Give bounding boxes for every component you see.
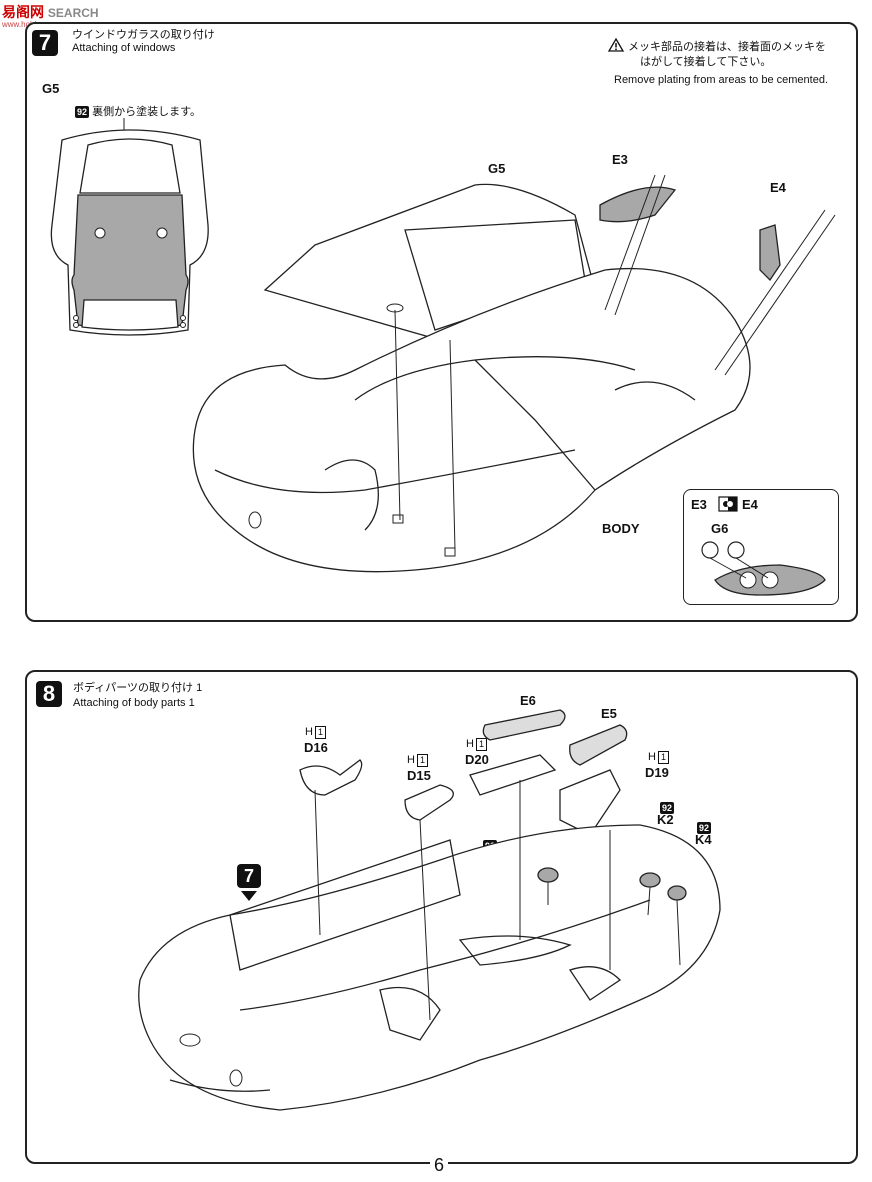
subinset-e3: E3: [691, 497, 707, 512]
page-number: 6: [430, 1155, 449, 1176]
label-g5: G5: [488, 161, 506, 176]
subinset-e4: E4: [742, 497, 758, 512]
d16-num: 1: [314, 726, 326, 739]
label-e5: E5: [601, 706, 617, 721]
label-k2: K2: [657, 812, 674, 827]
d20-h: H: [466, 738, 474, 750]
d16-h: H: [305, 726, 313, 738]
d15-num: 1: [416, 754, 428, 767]
k4-paint: 92: [697, 822, 712, 834]
step7-number: 7: [32, 30, 58, 56]
subinset-g6: G6: [711, 521, 729, 536]
step8-title-jp: ボディパーツの取り付け 1: [73, 682, 203, 694]
step8-title-en: Attaching of body parts 1: [73, 697, 195, 709]
k2-paint: 92: [660, 802, 675, 814]
label-e3: E3: [612, 152, 628, 167]
warning-jp-line1: メッキ部品の接着は、接着面のメッキを: [628, 41, 826, 53]
label-d16: D16: [304, 740, 328, 755]
subinset-box: [683, 489, 839, 605]
step8-number: 8: [36, 681, 62, 707]
label-d20: D20: [465, 752, 489, 767]
body-drawing-step8: [138, 709, 721, 1111]
d20-num: 1: [475, 738, 487, 751]
paint-code-badge: 92: [75, 106, 90, 118]
watermark-site-text: SEARCH: [47, 6, 99, 20]
d15-h: H: [407, 754, 415, 766]
label-e6: E6: [520, 693, 536, 708]
watermark-logo-text: 易阁网: [2, 4, 44, 20]
mirror-join-icon: [718, 496, 738, 512]
warning-jp-line2: はがして接着して下さい。: [640, 56, 772, 68]
label-k4-paint: 92: [697, 818, 712, 836]
window-g5-drawing: [50, 118, 209, 336]
light-g6-drawing: [701, 541, 826, 596]
label-d19: D19: [645, 765, 669, 780]
step7-title-en: Attaching of windows: [72, 42, 176, 54]
label-k2-paint: 92: [660, 798, 675, 816]
step7-title-jp: ウインドウガラスの取り付け: [72, 29, 215, 41]
watermark-logo: 易阁网 SEARCH: [2, 2, 99, 22]
label-e4: E4: [770, 180, 786, 195]
ref-step7-badge: 7: [237, 864, 261, 888]
ref-step7-arrow-icon: [241, 891, 257, 901]
warning-en: Remove plating from areas to be cemented…: [614, 74, 829, 86]
label-d15: D15: [407, 768, 431, 783]
paint-note: 92 裏側から塗装します。: [75, 103, 201, 119]
warning-icon: [607, 37, 625, 52]
label-k4: K4: [695, 832, 712, 847]
d19-num: 1: [657, 751, 669, 764]
d19-h: H: [648, 751, 656, 763]
inset-g5-label: G5: [42, 81, 60, 96]
paint-note-text: 裏側から塗装します。: [92, 106, 201, 118]
body-drawing-step7: [192, 174, 836, 573]
label-body: BODY: [602, 521, 640, 536]
